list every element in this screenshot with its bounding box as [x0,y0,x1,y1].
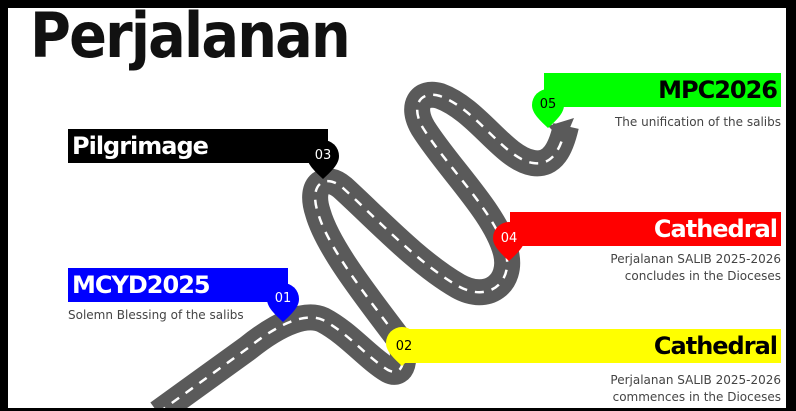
milestone-02-bar: Cathedral [403,329,781,363]
milestone-05-description: The unification of the salibs [615,114,781,131]
milestone-05-number: 05 [533,90,563,120]
infographic-canvas: Perjalanan MCYD2025 01 Solemn Blessing o… [8,8,786,408]
milestone-04-description-line-2: concludes in the Dioceses [625,268,781,285]
milestone-04-bar: Cathedral [510,212,781,246]
milestone-04-heading: Cathedral [654,212,777,246]
milestone-01-bar: MCYD2025 [68,268,288,302]
milestone-04-number: 04 [494,224,524,254]
milestone-02-number: 02 [389,332,419,362]
milestone-01-description: Solemn Blessing of the salibs [68,307,244,324]
milestone-02-description-line-1: Perjalanan SALIB 2025-2026 [610,372,781,389]
milestone-01-heading: MCYD2025 [72,268,210,302]
milestone-05-bar: MPC2026 [544,73,781,107]
milestone-02-heading: Cathedral [654,329,777,363]
milestone-04-description-line-1: Perjalanan SALIB 2025-2026 [610,251,781,268]
milestone-03-heading: Pilgrimage [72,129,208,163]
milestone-03-number: 03 [308,141,338,171]
milestone-02-description-line-2: commences in the Dioceses [613,389,781,406]
milestone-01-number: 01 [268,284,298,314]
milestone-05-heading: MPC2026 [658,73,777,107]
milestone-03-bar: Pilgrimage [68,129,328,163]
